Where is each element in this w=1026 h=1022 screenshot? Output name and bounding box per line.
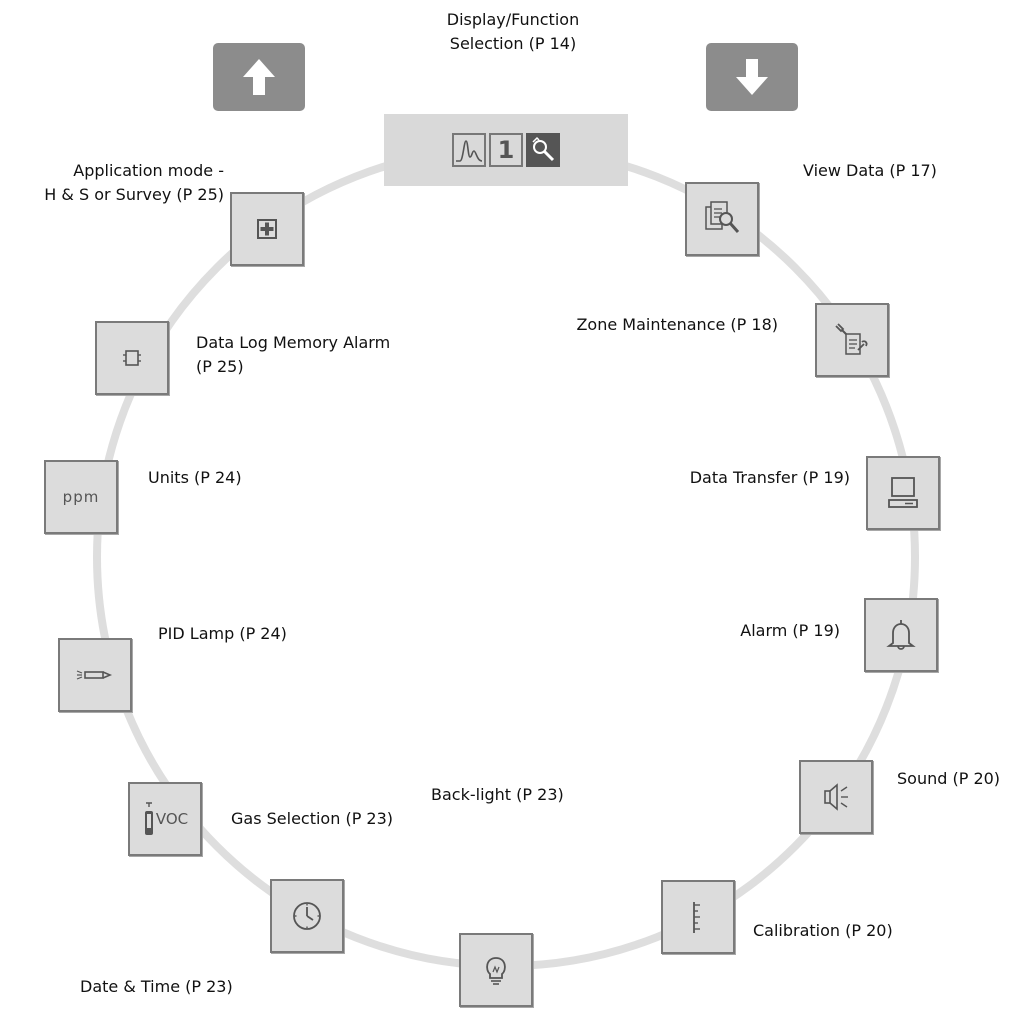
data-log-memory-alarm-button[interactable] [95,321,169,395]
bell-icon [886,620,916,650]
alarm-label: Alarm (P 19) [740,621,840,640]
data-transfer-label: Data Transfer (P 19) [689,468,850,487]
sound-label: Sound (P 20) [897,769,1001,788]
units-label: Units (P 24) [148,468,242,487]
waveform-icon [452,133,486,167]
view-data-button[interactable] [685,182,759,256]
gas-cylinder-icon: VOC [142,799,188,839]
up-button[interactable] [213,43,305,111]
display-function-bar[interactable]: 1 [384,114,628,186]
back-light-button[interactable] [459,933,533,1007]
gas-selection-button[interactable]: VOC [128,782,202,856]
down-arrow-icon [736,59,768,95]
date-time-label: Date & Time (P 23) [80,977,233,996]
memory-chip-icon [123,350,141,366]
calibration-button[interactable] [661,880,735,954]
document-magnifier-icon [705,201,740,233]
gas-selection-label: Gas Selection (P 23) [231,809,394,828]
light-bulb-icon [486,957,506,985]
sound-button[interactable] [799,760,873,834]
lamp-icon [76,670,113,680]
number-one-icon: 1 [489,133,523,167]
menu-ring [93,144,919,970]
computer-icon [888,477,918,508]
application-mode-button[interactable] [230,192,304,266]
down-button[interactable] [706,43,798,111]
calibration-label: Calibration (P 20) [753,921,893,940]
view-data-label: View Data (P 17) [803,161,937,180]
document-wrench-icon [835,323,868,355]
clock-icon [293,902,321,930]
ruler-icon [693,902,700,933]
application-mode-label: Application mode - H & S or Survey (P 25… [44,161,224,204]
units-icon: ppm [62,488,100,506]
zone-maintenance-button[interactable] [815,303,889,377]
data-log-memory-alarm-label: Data Log Memory Alarm (P 25) [196,333,391,376]
pid-lamp-label: PID Lamp (P 24) [158,624,287,643]
alarm-button[interactable] [864,598,938,672]
zone-maintenance-label: Zone Maintenance (P 18) [576,315,778,334]
date-time-button[interactable] [270,879,344,953]
up-arrow-icon [243,59,275,95]
wrench-magnifier-icon [526,133,560,167]
voc-text: VOC [155,810,189,828]
first-aid-icon [257,219,277,239]
pid-lamp-button[interactable] [58,638,132,712]
display-function-label: Display/Function Selection (P 14) [446,10,580,53]
speaker-icon [824,783,848,811]
data-transfer-button[interactable] [866,456,940,530]
units-button[interactable]: ppm [44,460,118,534]
back-light-label: Back-light (P 23) [431,785,564,804]
